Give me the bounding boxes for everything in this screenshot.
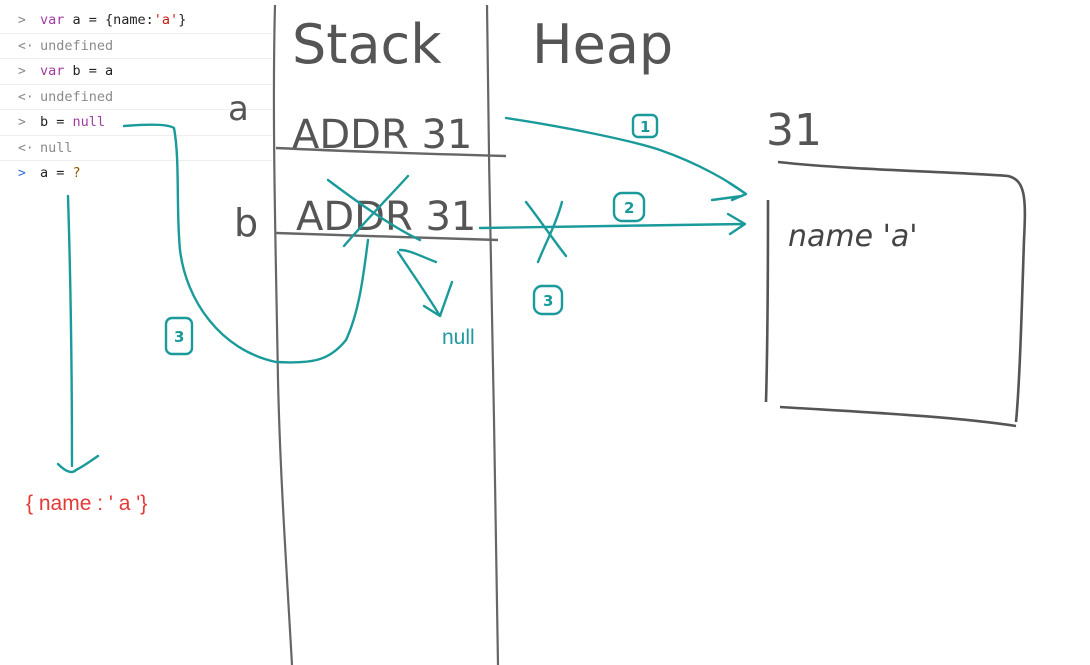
arrow-to-null (396, 248, 454, 318)
result-arrow-icon: <· (18, 89, 34, 105)
console-result-line: <· undefined (0, 34, 272, 59)
console-input-line: > var b = a (0, 59, 272, 85)
console-token: b = (40, 114, 73, 130)
arrow-step-1 (504, 116, 748, 202)
cross-addr-b (326, 174, 422, 248)
console-result-line: <· null (0, 136, 272, 161)
console-token: a = {name: (64, 12, 154, 28)
heap-title: Heap (532, 13, 673, 76)
stack-right-divider (485, 4, 500, 665)
stack-slot-b-line (275, 231, 499, 242)
console-token: undefined (40, 88, 114, 105)
null-label: null (442, 326, 475, 349)
console-token: ? (72, 165, 81, 181)
step-badge-1 (631, 113, 659, 139)
prompt-chevron-icon: > (18, 13, 26, 28)
console-token: var (40, 63, 65, 79)
console-token: a = (40, 165, 73, 181)
heap-box (764, 160, 1027, 428)
step-label-3a: 3 (543, 292, 553, 310)
result-arrow-icon: <· (18, 38, 34, 54)
step-badge-2 (612, 191, 646, 223)
console-token: null (72, 114, 106, 130)
console-input-line: > var a = {name:'a'} (0, 8, 272, 34)
step-label-2: 2 (624, 199, 634, 217)
prompt-chevron-icon: > (18, 64, 26, 79)
cross-arrow-2 (524, 200, 568, 264)
prompt-chevron-icon: > (18, 115, 26, 130)
console-token: } (178, 12, 187, 28)
step-label-3b: 3 (174, 328, 184, 346)
arrow-step-3 (122, 123, 370, 364)
prompt-chevron-icon: > (18, 166, 26, 181)
stack-var-a: a (228, 89, 249, 129)
console-token: null (40, 139, 73, 156)
console-token: var (40, 12, 65, 28)
console-input-line: > b = null (0, 110, 272, 136)
stack-addr-b: ADDR 31 (296, 194, 476, 240)
step-label-1: 1 (640, 118, 650, 136)
result-label: { name : ' a '} (26, 492, 148, 515)
heap-address: 31 (766, 105, 822, 156)
devtools-console: > var a = {name:'a'} <· undefined > var b = a… (0, 8, 272, 187)
stack-var-b: b (234, 201, 258, 245)
console-token: 'a' (153, 12, 179, 28)
console-input-line[interactable]: > a = ? (0, 161, 272, 187)
arrow-result (56, 194, 100, 474)
step-badge-3b (164, 316, 194, 356)
stack-left-divider (272, 4, 294, 665)
stack-slot-a-line (275, 146, 507, 158)
step-badge-3a (532, 284, 564, 316)
console-result-line: <· undefined (0, 85, 272, 110)
heap-object-content: name 'a' (788, 219, 918, 254)
stack-title: Stack (292, 13, 442, 76)
arrow-step-2 (478, 212, 747, 236)
console-token: undefined (40, 37, 114, 54)
annotation-layer (56, 113, 748, 474)
console-token: b = a (64, 63, 114, 79)
result-arrow-icon: <· (18, 140, 34, 156)
